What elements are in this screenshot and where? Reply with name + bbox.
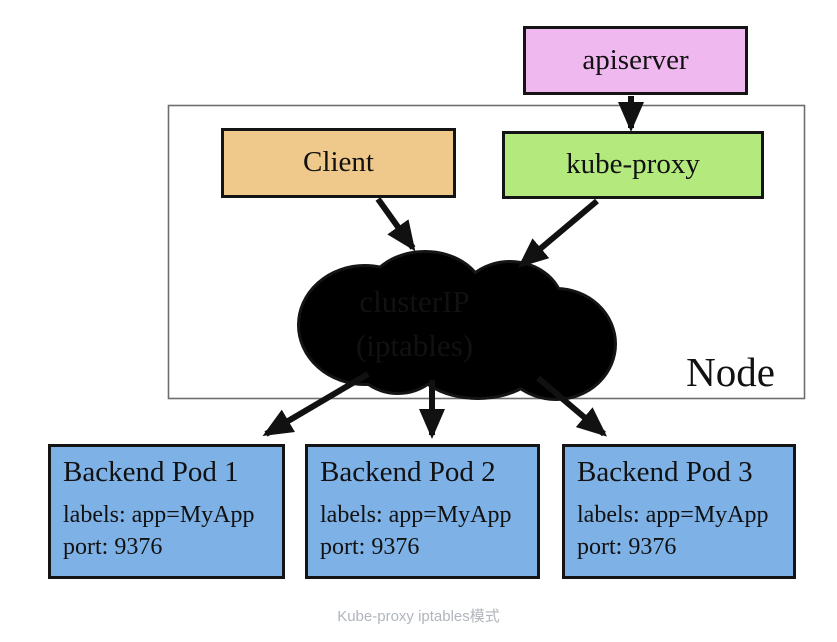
arrow-clusterip-to-pod1	[262, 371, 370, 437]
client-box: Client	[221, 128, 456, 198]
apiserver-box: apiserver	[523, 26, 748, 95]
diagram-arrows	[262, 96, 644, 439]
kube-proxy-box: kube-proxy	[502, 131, 764, 199]
pod-labels: labels: app=MyApp	[63, 502, 255, 528]
kube-proxy-label: kube-proxy	[566, 148, 700, 181]
backend-pod-2-box: Backend Pod 2 labels: app=MyApp port: 93…	[305, 444, 540, 579]
pod-labels: labels: app=MyApp	[577, 502, 769, 528]
arrow-clusterip-to-pod3	[536, 375, 608, 437]
diagram-caption: Kube-proxy iptables模式	[337, 608, 500, 625]
pod-title: Backend Pod 3	[577, 456, 753, 488]
clusterip-label-line2: (iptables)	[355, 328, 474, 363]
pod-details: labels: app=MyApp port: 9376	[63, 499, 270, 563]
pod-title: Backend Pod 1	[63, 456, 239, 488]
arrow-client-to-clusterip	[375, 197, 416, 252]
pod-port: port: 9376	[577, 534, 677, 560]
pod-port: port: 9376	[320, 534, 420, 560]
cloud-lobe-fill	[410, 307, 546, 397]
pod-labels: labels: app=MyApp	[320, 502, 512, 528]
pod-title: Backend Pod 2	[320, 456, 496, 488]
clusterip-label: clusterIP (iptables)	[307, 280, 522, 368]
node-label: Node	[686, 349, 775, 395]
backend-pod-1-box: Backend Pod 1 labels: app=MyApp port: 93…	[48, 444, 285, 579]
pod-details: labels: app=MyApp port: 9376	[577, 499, 781, 563]
pod-details: labels: app=MyApp port: 9376	[320, 499, 525, 563]
cloud-lobe-fill	[352, 312, 444, 392]
clusterip-label-line1: clusterIP	[359, 284, 470, 319]
arrow-kubeproxy-to-clusterip	[517, 198, 599, 268]
clusterip-cloud-fill	[300, 253, 614, 398]
pod-port: port: 9376	[63, 534, 163, 560]
client-label: Client	[303, 146, 374, 179]
backend-pod-3-box: Backend Pod 3 labels: app=MyApp port: 93…	[562, 444, 796, 579]
apiserver-label: apiserver	[582, 43, 689, 76]
